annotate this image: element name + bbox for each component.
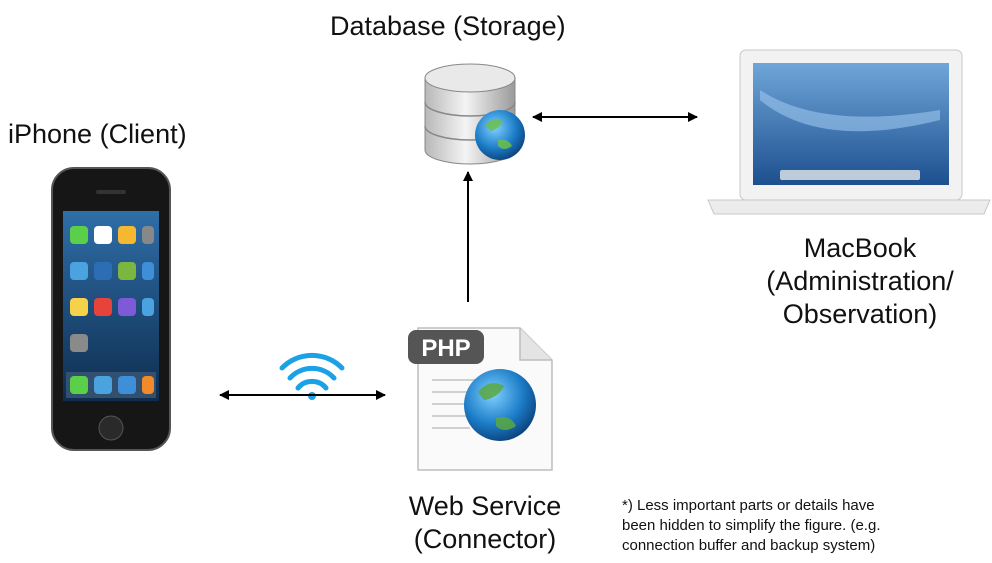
php-document-icon bbox=[408, 327, 553, 471]
footnote-line-3: connection buffer and backup system) bbox=[622, 537, 876, 554]
macbook-label-line-2: (Administration/ bbox=[766, 266, 954, 296]
wifi-icon bbox=[279, 352, 345, 400]
footnote-line-2: been hidden to simplify the figure. (e.g… bbox=[622, 517, 881, 534]
macbook-label-line-1: MacBook bbox=[803, 233, 917, 263]
footnote: *) Less important parts or details have … bbox=[622, 496, 992, 556]
macbook-label: MacBook (Administration/ Observation) bbox=[740, 232, 980, 331]
database-globe-icon bbox=[424, 63, 525, 165]
iphone-label: iPhone (Client) bbox=[8, 119, 187, 149]
footnote-line-1: *) Less important parts or details have bbox=[622, 497, 875, 514]
php-badge-label: PHP bbox=[421, 335, 470, 362]
macbook-icon bbox=[707, 49, 991, 215]
webservice-label: Web Service (Connector) bbox=[380, 490, 590, 556]
webservice-label-line-2: (Connector) bbox=[413, 524, 557, 554]
webservice-label-line-1: Web Service bbox=[408, 491, 562, 521]
database-label: Database (Storage) bbox=[330, 11, 566, 41]
macbook-label-line-3: Observation) bbox=[782, 299, 938, 329]
iphone-icon bbox=[51, 167, 171, 451]
